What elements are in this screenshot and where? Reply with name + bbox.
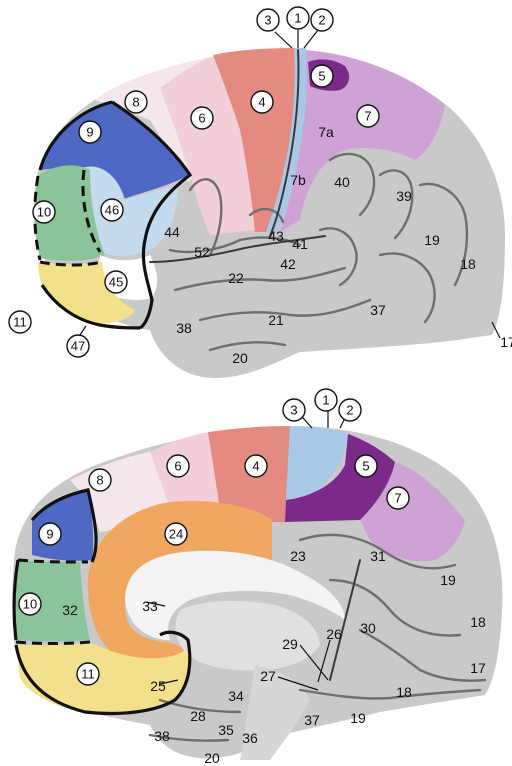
area-label-m6: 6: [167, 455, 189, 477]
area-number: 8: [96, 473, 103, 488]
area-number-q18b: 18: [396, 684, 412, 700]
area-number: 2: [346, 403, 353, 418]
area-number: 10: [37, 205, 51, 220]
area-label-a7: 7: [357, 105, 379, 127]
area-number-q30: 30: [360, 620, 376, 636]
area-number: 11: [81, 667, 95, 682]
area-number: 10: [23, 597, 37, 612]
area-number-p20: 20: [232, 350, 248, 366]
area-number-p22: 22: [228, 270, 244, 286]
area-number: 1: [294, 11, 301, 26]
area-number-q26: 26: [326, 626, 342, 642]
area-number-p37: 37: [370, 302, 386, 318]
area-number: 1: [322, 393, 329, 408]
area-number: 6: [174, 459, 181, 474]
area-label-a10: 10: [33, 201, 55, 223]
area-number-p40: 40: [334, 174, 350, 190]
area-number-q36: 36: [242, 730, 258, 746]
area-label-a4: 4: [251, 91, 273, 113]
area-number-q37: 37: [304, 712, 320, 728]
area-label-m3: 3: [283, 399, 305, 421]
area-number-p7a: 7a: [318, 124, 334, 140]
area-label-a5: 5: [311, 65, 333, 87]
area-label-a47: 47: [67, 335, 89, 357]
area-label-m7: 7: [387, 487, 409, 509]
area-label-m4: 4: [245, 455, 267, 477]
area-number-q29: 29: [282, 636, 298, 652]
area-number: 11: [13, 315, 27, 330]
area-label-m8: 8: [89, 469, 111, 491]
area-number: 5: [362, 459, 369, 474]
area-number: 47: [71, 339, 85, 354]
area-number: 9: [86, 125, 93, 140]
area-label-a46: 46: [101, 199, 123, 221]
area-label-a6: 6: [191, 107, 213, 129]
area-number: 5: [318, 69, 325, 84]
area-number-p17: 17: [500, 334, 512, 350]
area-number: 46: [105, 203, 119, 218]
area-number-p41: 41: [292, 236, 308, 252]
area-label-m5: 5: [355, 455, 377, 477]
area-number-q31: 31: [370, 548, 386, 564]
area-number-p39: 39: [396, 188, 412, 204]
area-number-p43: 43: [268, 228, 284, 244]
area-number: 6: [198, 111, 205, 126]
area-label-a11: 11: [9, 311, 31, 333]
area-label-a9: 9: [79, 121, 101, 143]
area-number: 2: [318, 13, 325, 28]
area-number: 7: [364, 109, 371, 124]
area-number-q35: 35: [218, 722, 234, 738]
area-number: 3: [290, 403, 297, 418]
area-label-m9: 9: [39, 523, 61, 545]
area-label-a3: 3: [257, 9, 279, 31]
area-number-q34: 34: [228, 688, 244, 704]
area-number-p19: 19: [424, 232, 440, 248]
area-label-m1: 1: [315, 389, 337, 411]
area-number: 45: [109, 275, 123, 290]
area-number-p38: 38: [176, 320, 192, 336]
area-label-m11: 11: [77, 663, 99, 685]
area-label-a2: 2: [311, 9, 333, 31]
area-label-a1: 1: [287, 7, 309, 29]
area-number: 4: [252, 459, 259, 474]
area-number-p44: 44: [164, 224, 180, 240]
area-number-q20: 20: [204, 750, 220, 766]
area-label-m2: 2: [339, 399, 361, 421]
area-label-a8: 8: [125, 91, 147, 113]
area-number: 8: [132, 95, 139, 110]
area-number-q23: 23: [290, 548, 306, 564]
area-number-q33: 33: [142, 598, 158, 614]
area-number-q25: 25: [150, 678, 166, 694]
area-label-m24: 24: [165, 523, 187, 545]
area-number: 7: [394, 491, 401, 506]
area-number-q18a: 18: [470, 614, 486, 630]
area-number-q38: 38: [154, 728, 170, 744]
area-number-p7b: 7b: [290, 172, 306, 188]
area-number-q27: 27: [260, 668, 276, 684]
area-number: 4: [258, 95, 265, 110]
area-number-q32: 32: [62, 602, 78, 618]
area-number-q19a: 19: [440, 572, 456, 588]
area-number-q17: 17: [470, 660, 486, 676]
area-number-p21: 21: [268, 312, 284, 328]
area-number-p18: 18: [460, 256, 476, 272]
area-number: 9: [46, 527, 53, 542]
area-number-p52: 52: [194, 244, 210, 260]
area-number-p42: 42: [280, 256, 296, 272]
area-label-m10: 10: [19, 593, 41, 615]
area-label-a45: 45: [105, 271, 127, 293]
area-number: 3: [264, 13, 271, 28]
area-number-q19b: 19: [350, 710, 366, 726]
area-number-q28: 28: [190, 708, 206, 724]
area-number: 24: [169, 527, 183, 542]
